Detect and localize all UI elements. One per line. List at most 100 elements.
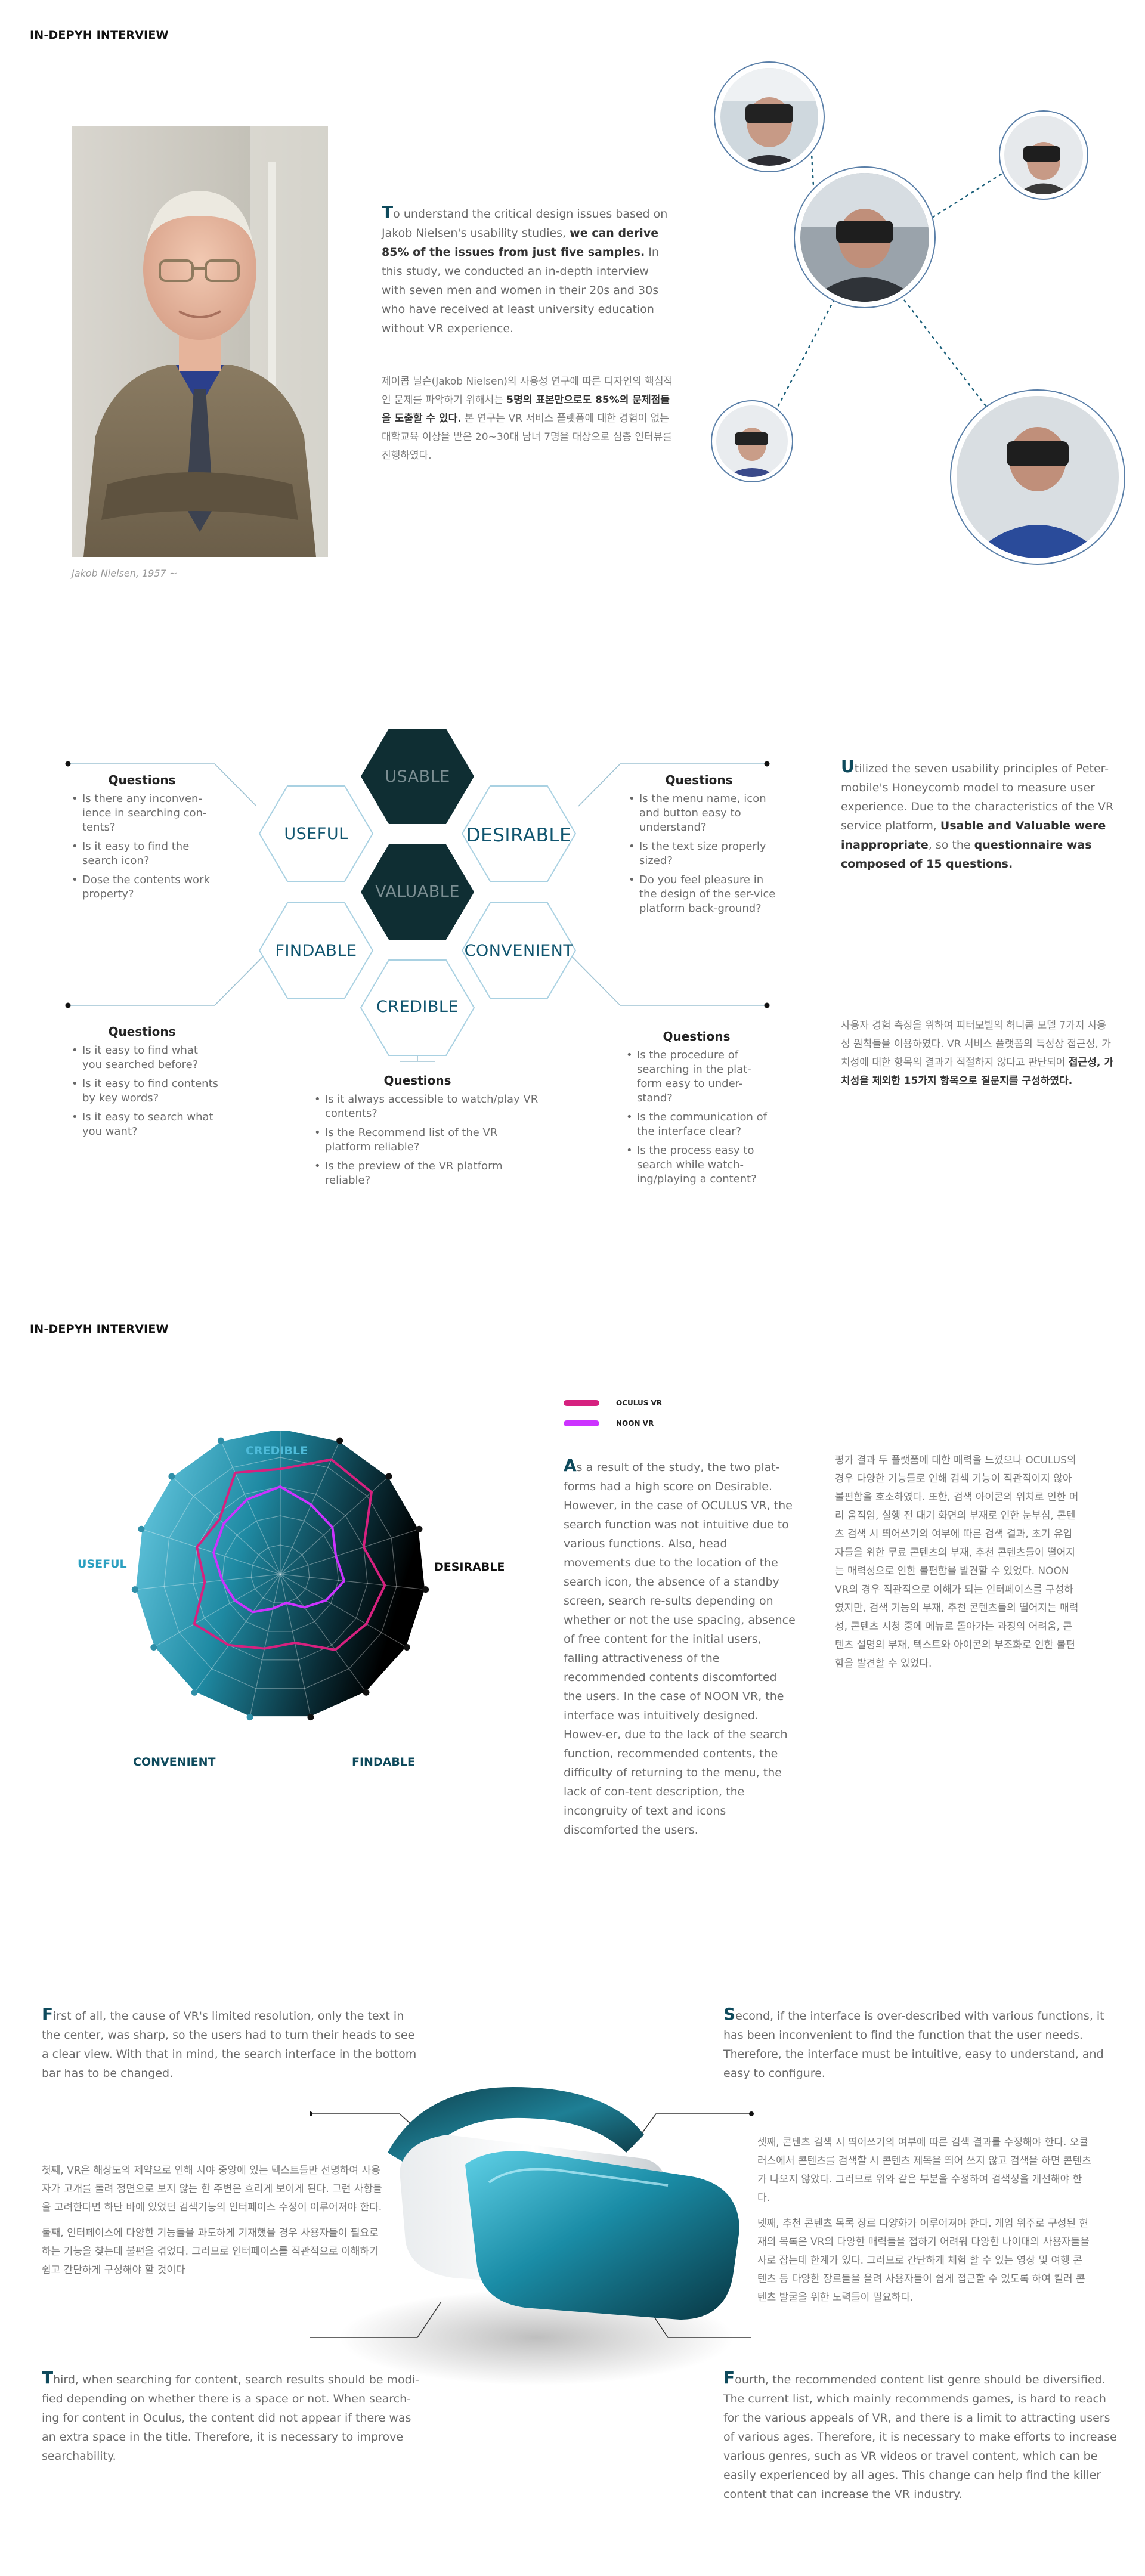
radar-axis-label-convenient: CONVENIENT (133, 1755, 216, 1769)
question-item: Is the menu name, icon and button easy t… (627, 792, 782, 835)
callout-dot (749, 2111, 754, 2116)
interviewee-photo-4 (711, 400, 793, 482)
vr-headset-illustration (310, 2087, 754, 2385)
radar-outer-polygon (134, 1431, 427, 1719)
korean-item-3: 셋째, 콘텐츠 검색 시 띄어쓰기의 여부에 따른 검색 결과를 수정해야 한다… (757, 2137, 1091, 2204)
results-korean-paragraph: 평가 결과 두 플랫폼에 대한 매력을 느꼈으나 OCULUS의 경우 다양한 … (835, 1454, 1079, 1670)
question-item: Dose the contents work property? (70, 873, 213, 902)
radar-vertex-dot (422, 1586, 429, 1593)
hex-label-findable: FINDABLE (275, 942, 357, 960)
radar-spoke (280, 1528, 420, 1575)
radar-axis-label-useful: USEFUL (78, 1558, 127, 1571)
connector-dot (65, 1002, 71, 1008)
radar-vertex-dot (217, 1437, 224, 1444)
radar-spoke (141, 1528, 281, 1575)
radar-background (134, 1431, 427, 1719)
question-item: Is the communication of the interface cl… (625, 1110, 774, 1139)
radar-series (193, 1458, 386, 1651)
radar-vertex-dot (307, 1714, 314, 1721)
intro-ko-text-2: 본 연구는 VR 서비스 플랫폼에 대한 경험이 없는 대학교육 이상을 받은 … (382, 413, 672, 462)
drop-cap: T (42, 2368, 54, 2388)
radar-vertex-dot (131, 1586, 138, 1593)
hex-convenient-cell (461, 902, 577, 999)
improvement-second-text: econd, if the interface is over-describe… (723, 2010, 1104, 2080)
drop-cap: A (564, 1456, 577, 1475)
improvement-fourth-text: ourth, the recommended content list genr… (723, 2373, 1117, 2501)
intro-korean-paragraph: 제이콥 닐슨(Jakob Nielsen)의 사용성 연구에 따른 디자인의 핵… (382, 373, 674, 465)
radar-vertex-dots (131, 1431, 429, 1721)
legend-label-oculus: OCULUS VR (616, 1399, 663, 1407)
intro-ko-highlight: 5명의 표본만으로도 85%의 문제점들을 도출할 수 있다. (382, 394, 670, 425)
hex-label-usable: USABLE (385, 767, 450, 786)
question-item: Is the text size properly sized? (627, 840, 782, 868)
improvement-first-text: irst of all, the cause of VR's limited r… (42, 2010, 417, 2080)
radar-spoke (249, 1574, 281, 1717)
jakob-nielsen-portrait (72, 126, 328, 557)
radar-spoke (171, 1476, 281, 1575)
question-item: Is the procedure of searching in the pla… (625, 1048, 774, 1106)
question-item: Is the preview of the VR platform reliab… (313, 1159, 546, 1188)
callout-dot (310, 2111, 312, 2116)
questions-credible: Questions Is it always accessible to wat… (313, 1073, 546, 1193)
questions-useful: Questions Is there any inconven-ience in… (70, 773, 213, 906)
drop-cap: S (723, 2004, 736, 2024)
honeycomb-ko-text: 사용자 경험 측정을 위하여 피터모빌의 허니콤 모델 7가지 사용성 원칙들을… (841, 1020, 1111, 1069)
improvement-third: Third, when searching for content, searc… (42, 2368, 423, 2466)
radar-grid-ring (221, 1515, 339, 1632)
intro-text-2: In this study, we conducted an in-depth … (382, 246, 659, 335)
radar-vertex-dot (385, 1473, 392, 1480)
drop-cap: F (42, 2004, 54, 2024)
radar-vertex-dot (278, 1431, 282, 1432)
radar-grid-ring (250, 1544, 310, 1603)
radar-vertex-dot (416, 1525, 423, 1532)
radar-axis-label-credible: CREDIBLE (246, 1444, 308, 1457)
honeycomb-ko-highlight: 접근성, 가치성을 제외한 15가지 항목으로 질문지를 구성하였다. (841, 1057, 1113, 1087)
questions-findable: Questions Is it easy to find what you se… (70, 1024, 219, 1144)
radar-vertex-dot (246, 1714, 253, 1721)
questions-desirable: Questions Is the menu name, icon and but… (627, 773, 782, 921)
legend-swatch-noon (564, 1420, 599, 1426)
hex-label-valuable: VALUABLE (375, 883, 460, 901)
honeycomb-cells (258, 729, 577, 1056)
hex-label-useful: USEFUL (284, 825, 348, 843)
radar-spoke (153, 1574, 281, 1648)
radar-grid-ring (163, 1457, 397, 1689)
korean-item-1: 첫째, VR은 해상도의 제약으로 인해 시야 중앙에 있는 텍스트들만 선명하… (42, 2165, 382, 2213)
improvement-korean-right: 셋째, 콘텐츠 검색 시 띄어쓰기의 여부에 따른 검색 결과를 수정해야 한다… (757, 2134, 1091, 2307)
radar-spoke (220, 1440, 281, 1575)
radar-spoke (280, 1574, 407, 1648)
radar-vertex-dot (403, 1644, 410, 1651)
korean-item-2: 둘째, 인터페이스에 다양한 기능들을 과도하게 기재했을 경우 사용자들이 필… (42, 2227, 379, 2276)
radar-chart (131, 1431, 429, 1721)
radar-grid (134, 1431, 426, 1718)
questions-title: Questions (108, 1024, 176, 1039)
radar-vertex-dot (138, 1525, 145, 1532)
hex-findable-cell (258, 902, 374, 999)
interviewee-network-diagram (711, 61, 1125, 565)
question-item: Is the process easy to search while watc… (625, 1144, 774, 1187)
intro-text: o understand the critical design issues … (382, 208, 668, 240)
hex-credible-cell (360, 959, 475, 1056)
radar-vertex-dot (336, 1437, 344, 1444)
question-item: Is it always accessible to watch/play VR… (313, 1092, 546, 1121)
radar-spoke (280, 1574, 311, 1717)
radar-spoke (280, 1574, 426, 1590)
improvement-korean-left: 첫째, VR은 해상도의 제약으로 인해 시야 중앙에 있는 텍스트들만 선명하… (42, 2162, 388, 2280)
improvement-second: Second, if the interface is over-describ… (723, 2005, 1111, 2083)
radar-spoke (194, 1574, 281, 1693)
interviewee-photo-1 (714, 61, 825, 172)
questions-convenient: Questions Is the procedure of searching … (625, 1029, 774, 1191)
section-title-interview-results: IN-DEPYH INTERVIEW (30, 1323, 169, 1336)
radar-grid-ring (134, 1431, 426, 1718)
connector-lines (68, 763, 767, 1062)
radar-grid-ring (193, 1486, 368, 1661)
radar-vertex-dot (191, 1689, 198, 1696)
radar-axis-label-findable: FINDABLE (352, 1755, 415, 1769)
section-title-interview: IN-DEPYH INTERVIEW (30, 29, 169, 42)
questions-title: Questions (665, 773, 733, 787)
legend-swatch-oculus (564, 1400, 599, 1406)
connector-dot (764, 1002, 770, 1008)
headset-highlight (488, 2168, 669, 2187)
question-item: Is it easy to search what you want? (70, 1110, 219, 1139)
improvement-first: First of all, the cause of VR's limited … (42, 2005, 423, 2083)
